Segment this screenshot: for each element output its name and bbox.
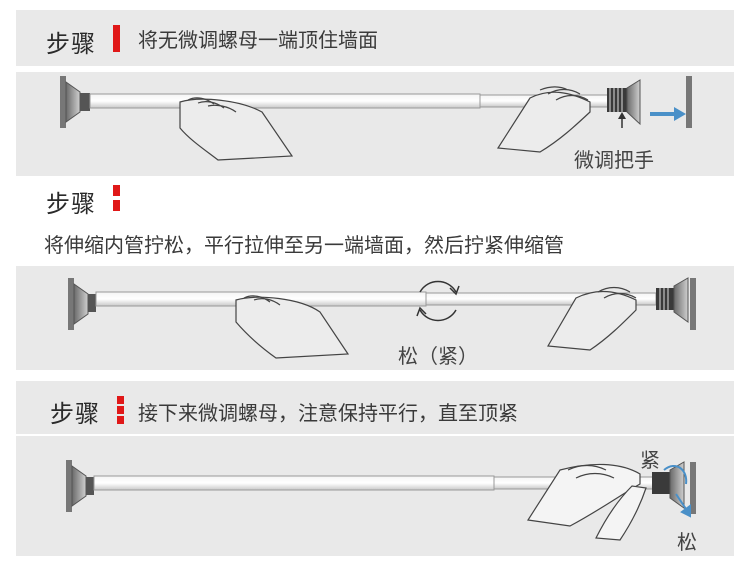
step3-header-band bbox=[16, 381, 734, 434]
step3-red-marker-mid bbox=[117, 406, 124, 414]
hand-icon bbox=[496, 86, 591, 153]
step1-header-band bbox=[16, 10, 734, 66]
step1-description: 将无微调螺母一端顶住墙面 bbox=[138, 28, 378, 52]
rotate-arrows-icon bbox=[416, 280, 460, 322]
hand-icon bbox=[595, 485, 647, 541]
right-arrow-icon bbox=[650, 107, 686, 121]
up-arrow-icon bbox=[618, 112, 626, 128]
step3-loose-label: 松 bbox=[677, 530, 697, 554]
step2-callout-label: 松（紧） bbox=[398, 344, 478, 368]
step1-callout-label: 微调把手 bbox=[574, 148, 654, 172]
step2-description: 将伸缩内管拧松，平行拉伸至另一端墙面，然后拧紧伸缩管 bbox=[44, 233, 564, 257]
step1-red-marker bbox=[113, 25, 120, 52]
step3-red-marker-bottom bbox=[117, 416, 124, 424]
step1-rod bbox=[60, 76, 692, 128]
hand-icon bbox=[235, 295, 350, 359]
step2-title: 步骤 bbox=[46, 190, 96, 218]
step3-title: 步骤 bbox=[50, 400, 100, 428]
hand-icon bbox=[179, 97, 294, 161]
step1-title: 步骤 bbox=[46, 30, 96, 58]
step3-red-marker-top bbox=[117, 396, 124, 404]
step3-description: 接下来微调螺母，注意保持平行，直至顶紧 bbox=[138, 401, 518, 425]
step2-red-marker-top bbox=[113, 185, 120, 196]
step2-red-marker-bottom bbox=[113, 200, 120, 211]
step3-tight-label: 紧 bbox=[640, 448, 660, 472]
tighten-arrow-icon bbox=[663, 465, 691, 518]
hand-icon bbox=[547, 286, 637, 351]
